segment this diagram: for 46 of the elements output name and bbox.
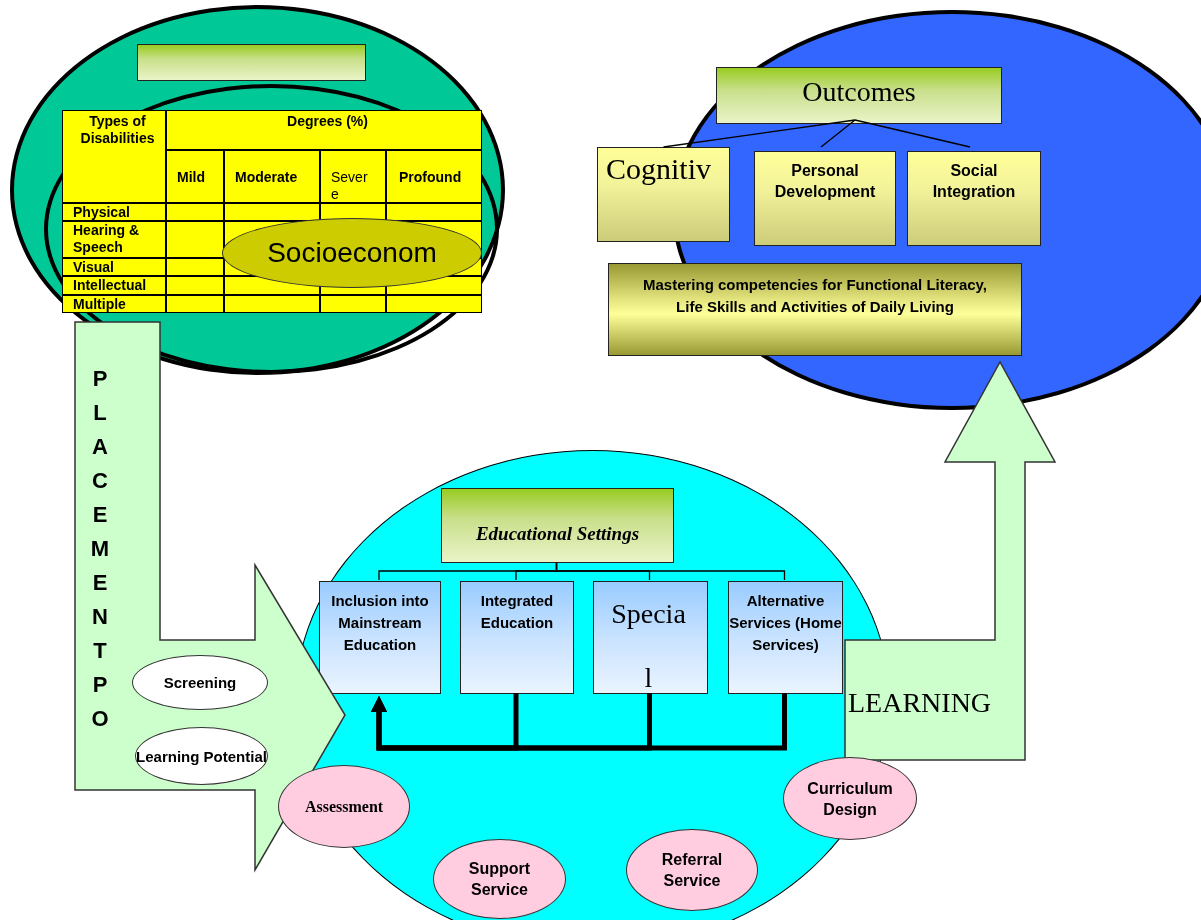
process-box xyxy=(716,67,1002,124)
node-label: Social Integration xyxy=(931,161,1017,202)
node-label: Curriculum Design xyxy=(807,778,893,820)
node-label: Inclusion into Mainstream Education xyxy=(330,591,430,655)
node-label: Support Service xyxy=(467,859,532,900)
column-header: Sever e xyxy=(320,150,386,203)
row-header: Hearing & Speech xyxy=(62,221,166,258)
column-header: Degrees (%) xyxy=(166,110,482,150)
node-label: Learning Potential xyxy=(136,746,267,767)
row-header: Physical xyxy=(62,203,166,221)
row-header: Intellectual xyxy=(62,276,166,295)
node-label: Socioeconom xyxy=(267,237,437,269)
process-box xyxy=(597,147,730,242)
node-label: Outcomes xyxy=(802,76,916,108)
arrow xyxy=(371,693,787,751)
edge-label: PLACEMENT PO xyxy=(89,365,111,733)
column-header: Moderate xyxy=(224,150,320,203)
connector-line xyxy=(854,119,971,148)
process-box xyxy=(728,581,843,694)
node-label: Alternative Services (Home Services) xyxy=(729,591,842,655)
node-label: Mastering competencies for Functional Literacy, Life Skills and Activities of Daily Living xyxy=(642,275,988,317)
row-header: Multiple xyxy=(62,295,166,313)
process-box xyxy=(441,488,674,563)
process-box xyxy=(593,581,708,694)
process-box xyxy=(907,151,1041,246)
column-header: Profound xyxy=(386,150,482,203)
connector-line xyxy=(820,119,856,148)
title-box xyxy=(137,44,366,81)
node-label: Integrated Education xyxy=(479,591,555,633)
process-box xyxy=(608,263,1022,356)
row-header: Types of Disabilities xyxy=(62,110,166,203)
column-header: Mild xyxy=(166,150,224,203)
edge-label: LEARNING xyxy=(848,687,992,719)
connector-line xyxy=(555,561,786,581)
row-header: Visual xyxy=(62,258,166,276)
node-label: Referral Service xyxy=(660,850,724,891)
process-box xyxy=(460,581,574,694)
node-label: Personal Development xyxy=(773,161,877,202)
node-label: Educational Settings xyxy=(475,523,640,545)
node-label: Screening xyxy=(163,674,237,691)
process-box xyxy=(319,581,441,694)
node-label: Assessment xyxy=(304,797,384,816)
process-box xyxy=(754,151,896,246)
node-label: Cognitiv xyxy=(606,152,711,186)
block-arrow xyxy=(844,360,1057,761)
node-label: Specia l xyxy=(610,597,687,695)
